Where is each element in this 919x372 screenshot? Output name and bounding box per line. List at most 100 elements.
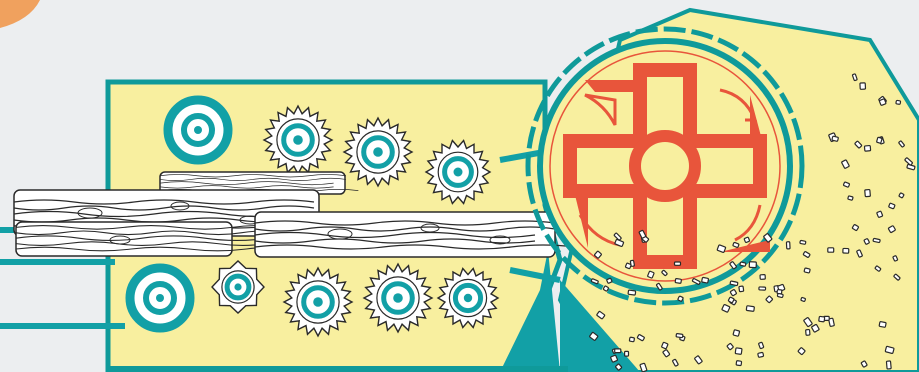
rotor-knives: [575, 80, 770, 252]
wood-chip: [594, 250, 602, 259]
wood-chip: [758, 286, 767, 291]
wood-chip: [842, 181, 851, 188]
wood-chip: [892, 255, 899, 262]
wood-chip: [876, 136, 883, 144]
wood-chip: [758, 341, 765, 350]
bottom-roller-2: [282, 266, 354, 338]
wood-chip: [872, 237, 881, 244]
wood-chip: [614, 238, 625, 248]
wood-chip: [759, 274, 766, 280]
wood-chip: [606, 277, 613, 284]
wood-chip: [691, 278, 701, 285]
wood-chip: [701, 276, 710, 284]
upper-drive-pulley: [163, 95, 233, 165]
wood-chip: [624, 262, 632, 270]
wood-chip: [757, 351, 765, 358]
connector-lower: [509, 267, 561, 283]
wood-chip: [888, 202, 896, 210]
wood-chip: [610, 354, 618, 363]
wood-chip: [827, 247, 835, 253]
top-roller-1: [262, 104, 334, 176]
wood-chip: [847, 195, 854, 201]
wood-chip: [743, 236, 751, 244]
wood-chip: [898, 192, 905, 199]
wood-chip: [876, 210, 884, 218]
wood-chip: [721, 304, 731, 313]
wood-chip: [803, 267, 811, 274]
bottom-roller-4: [436, 267, 500, 329]
wood-chip: [661, 341, 669, 350]
wood-chip: [655, 282, 663, 291]
log-lower-left: [15, 221, 305, 257]
wood-chip: [799, 239, 807, 245]
wood-chip: [732, 329, 741, 337]
wood-chip: [639, 362, 648, 372]
wood-chip: [863, 144, 872, 152]
corner-accent: [0, 0, 40, 28]
wood-chip: [735, 360, 743, 367]
wood-chip: [647, 270, 655, 279]
feed-rollers: [211, 104, 500, 338]
wood-chip: [841, 159, 850, 169]
wood-chip: [878, 321, 887, 328]
chipper-rotor: [525, 26, 805, 306]
wood-chip: [803, 317, 813, 328]
wood-chip: [878, 98, 887, 106]
bottom-roller-3: [362, 262, 434, 334]
wood-chip: [851, 73, 858, 82]
wood-chip: [748, 261, 757, 269]
wood-chip: [885, 360, 892, 370]
wood-chip: [694, 355, 703, 365]
wood-chip: [732, 241, 740, 248]
wood-chip: [856, 249, 863, 258]
wood-chip: [636, 334, 645, 342]
wood-chip: [895, 99, 902, 105]
wood-chip: [831, 135, 839, 142]
top-roller-3: [424, 139, 492, 205]
wood-chip: [629, 259, 635, 267]
wood-chip: [797, 347, 806, 356]
left-base-wedge: [500, 250, 560, 372]
wood-chip: [805, 328, 811, 336]
wood-chip: [842, 247, 850, 254]
wood-chip: [729, 289, 737, 297]
wood-chip: [785, 241, 791, 250]
wood-chip: [674, 278, 682, 284]
base-rail: [108, 366, 568, 372]
log-right-long: [254, 211, 576, 258]
bottom-roller-1: [211, 260, 265, 314]
wood-chip: [675, 333, 684, 339]
wood-chip: [662, 349, 671, 358]
top-roller-2: [342, 116, 414, 188]
wood-chips: [589, 73, 916, 372]
wood-chip: [628, 336, 635, 343]
wood-chip: [627, 289, 637, 296]
wood-chip: [906, 163, 916, 171]
wood-chip: [863, 238, 870, 245]
wood-chip: [818, 315, 826, 323]
wood-chip: [854, 140, 863, 149]
wood-chip: [738, 285, 745, 293]
wood-chip: [860, 360, 868, 368]
wood-chip: [727, 296, 735, 304]
wood-chip: [673, 261, 682, 266]
wood-chip: [887, 225, 896, 234]
wood-chip: [729, 261, 737, 270]
wood-chip: [851, 224, 859, 232]
wood-chip: [661, 269, 668, 277]
wood-chip: [859, 82, 867, 90]
wood-chip: [904, 157, 913, 166]
wood-chip: [638, 229, 647, 239]
wood-chip: [864, 188, 871, 198]
wood-chip: [898, 140, 905, 148]
wood-chip: [874, 265, 882, 272]
wood-chip: [672, 358, 679, 367]
wood-chip: [763, 233, 773, 243]
wood-chip: [677, 295, 684, 302]
wood-chip: [596, 310, 606, 320]
wood-chip: [590, 278, 599, 285]
wood-chip: [716, 244, 727, 254]
wood-chip: [613, 232, 622, 241]
wood-chip: [734, 347, 743, 355]
